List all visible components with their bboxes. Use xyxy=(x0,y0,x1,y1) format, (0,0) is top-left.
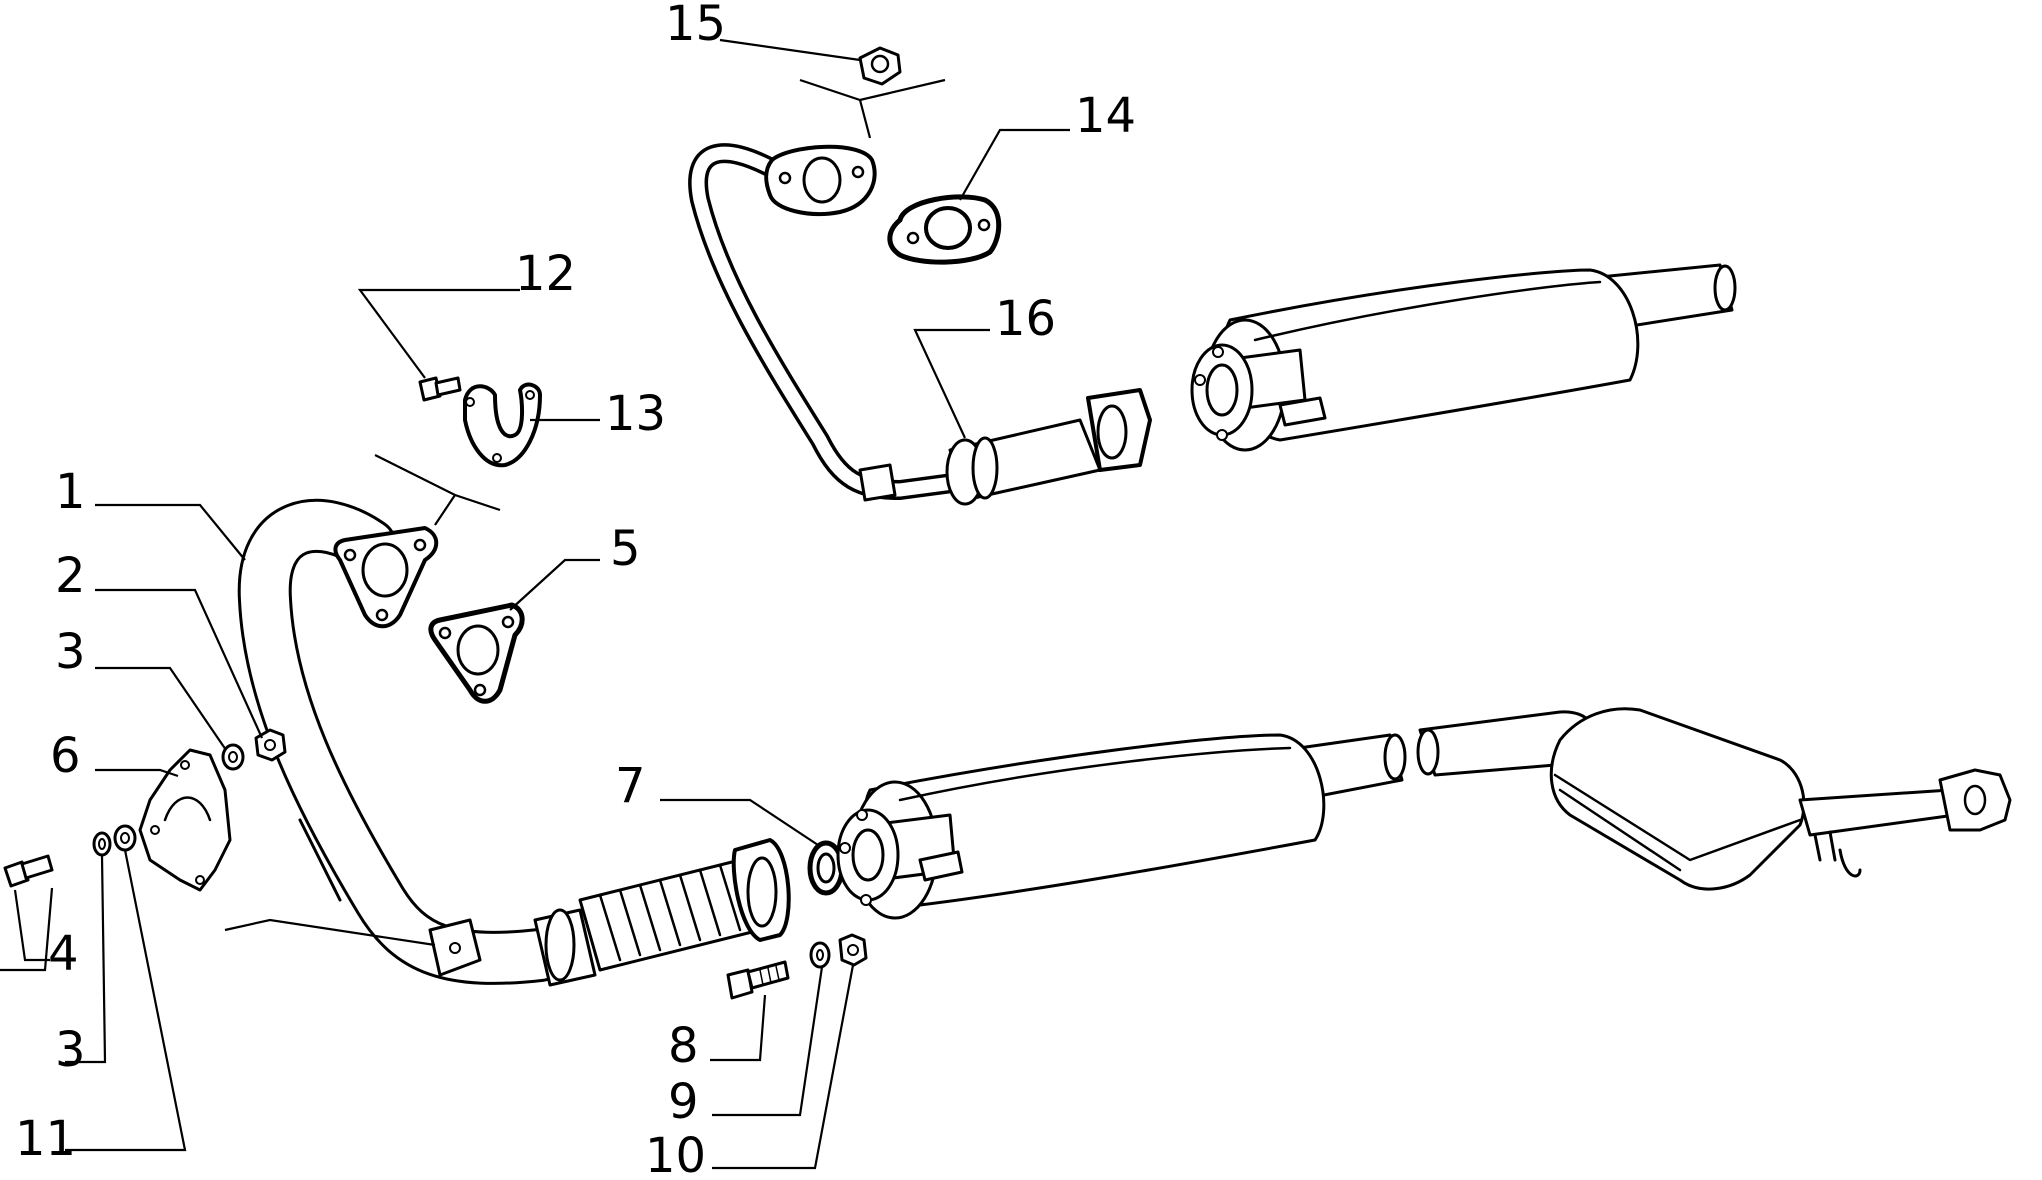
label-2: 2 xyxy=(55,548,86,604)
upper-center-muffler xyxy=(1190,263,1737,452)
label-16: 16 xyxy=(995,291,1056,347)
gasket-14 xyxy=(887,194,1002,265)
washer-9 xyxy=(809,941,831,969)
bolt-4 xyxy=(3,854,54,888)
label-10: 10 xyxy=(645,1128,706,1180)
label-4: 4 xyxy=(48,926,79,982)
label-7: 7 xyxy=(615,758,646,814)
downpipe-flange xyxy=(333,526,439,629)
flex-joint xyxy=(533,838,791,987)
label-11: 11 xyxy=(15,1111,76,1167)
gasket-5 xyxy=(428,602,525,704)
nut-15 xyxy=(858,46,902,86)
clamp-13 xyxy=(463,382,542,468)
callout-labels: 1 2 3 6 4 3 11 5 7 8 9 10 12 13 14 15 16 xyxy=(15,0,1136,1180)
upper-downpipe-16 xyxy=(688,143,1152,506)
plate-6 xyxy=(138,748,232,892)
label-3-upper: 3 xyxy=(55,624,86,680)
rear-muffler xyxy=(1416,707,2012,891)
upper-flange xyxy=(764,144,877,216)
label-12: 12 xyxy=(515,246,576,302)
bolt-12 xyxy=(418,376,462,402)
label-1: 1 xyxy=(55,464,86,520)
gasket-7 xyxy=(807,840,845,896)
label-9: 9 xyxy=(668,1074,699,1130)
label-15: 15 xyxy=(665,0,726,52)
washer-3-upper xyxy=(221,743,245,771)
nut-10 xyxy=(838,933,868,967)
leader-lines xyxy=(0,38,1070,1170)
nut-2 xyxy=(254,728,287,762)
label-13: 13 xyxy=(605,386,666,442)
bolt-8 xyxy=(726,960,790,1000)
downpipe-1 xyxy=(237,498,567,985)
label-8: 8 xyxy=(668,1018,699,1074)
lower-center-muffler xyxy=(836,733,1407,920)
label-14: 14 xyxy=(1075,88,1136,144)
label-6: 6 xyxy=(50,728,81,784)
nut-11 xyxy=(113,824,137,852)
washer-3-lower xyxy=(92,831,112,857)
label-3-lower: 3 xyxy=(55,1022,86,1078)
label-5: 5 xyxy=(610,521,641,577)
